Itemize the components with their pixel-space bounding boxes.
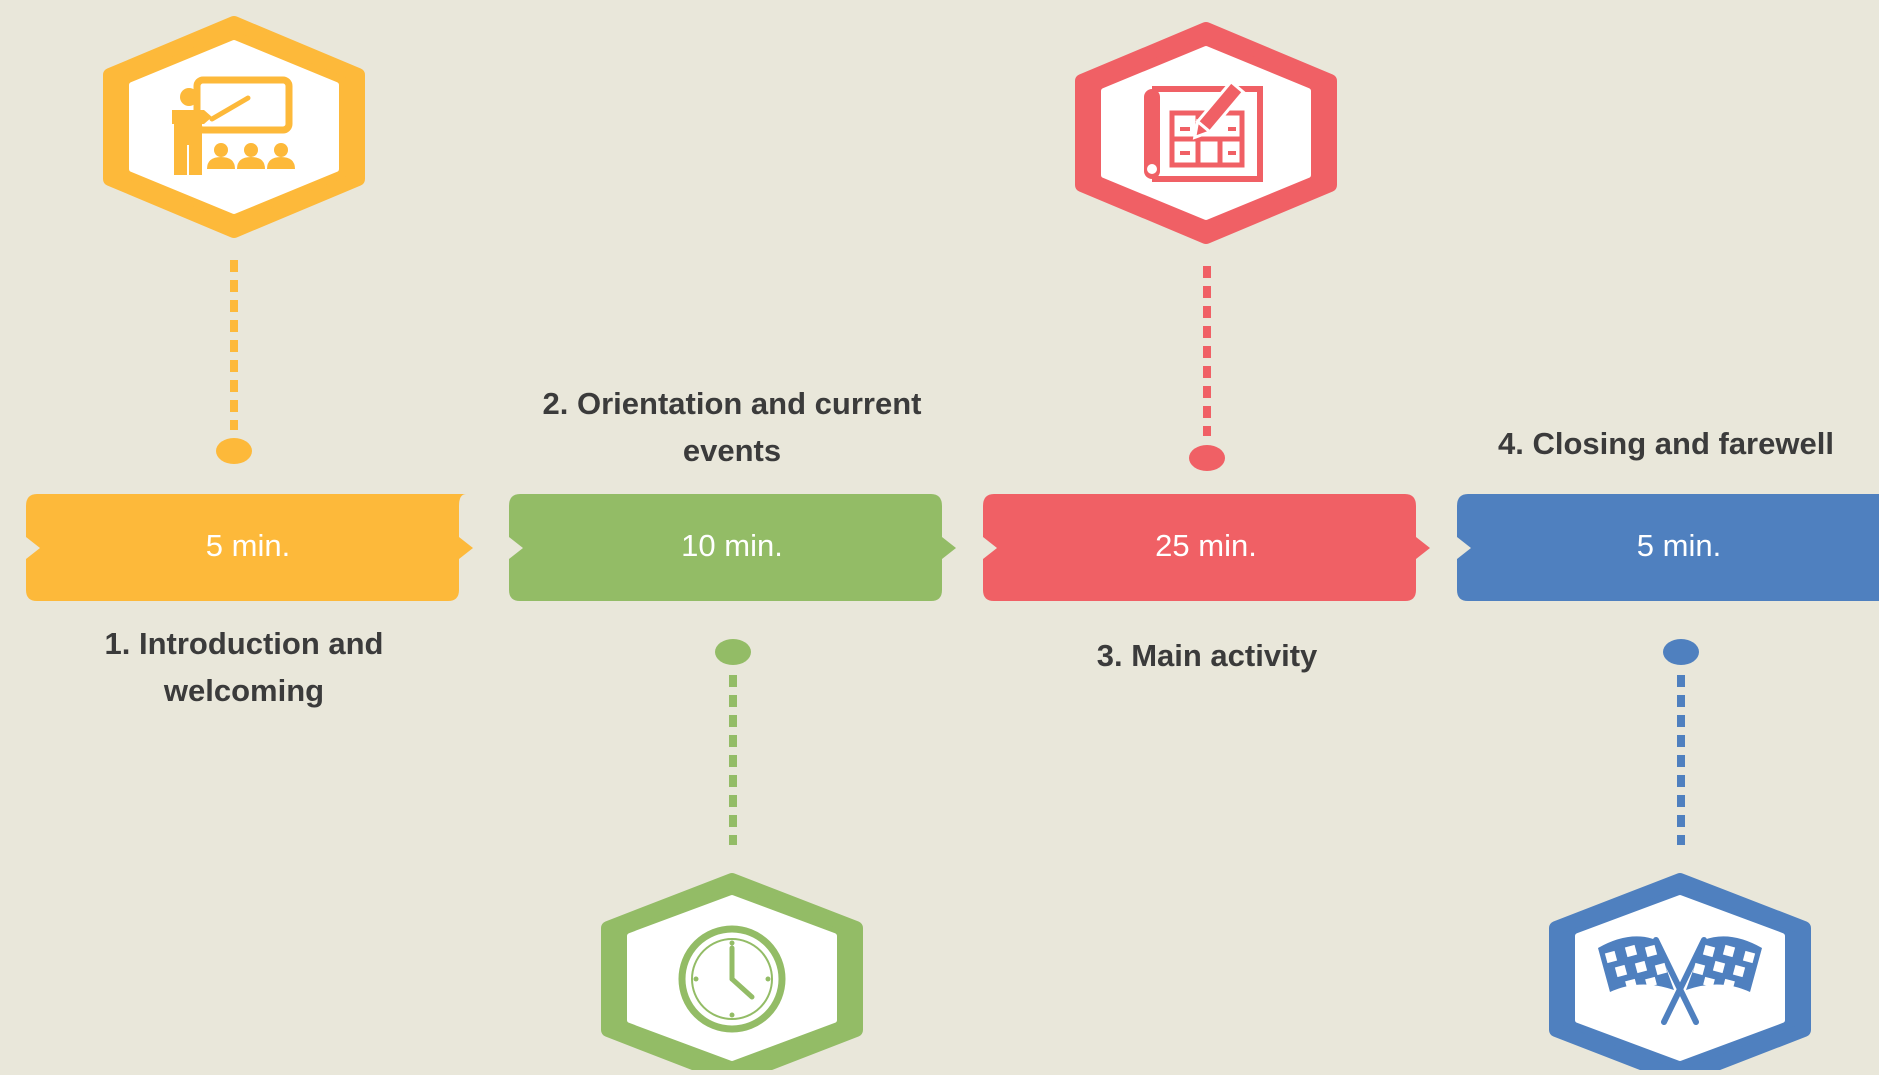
hexagon-badge-3 — [1075, 22, 1337, 244]
hexagon-badge-2 — [601, 873, 863, 1075]
clock-icon — [678, 925, 786, 1033]
bar-2-shape — [509, 494, 956, 601]
blueprint-pencil-icon — [1144, 79, 1263, 182]
duration-1: 5 min. — [206, 528, 290, 563]
step-4-label: 4. Closing and farewell — [1456, 420, 1876, 467]
hexagon-badge-4 — [1549, 873, 1811, 1075]
checkered-flags-icon — [1598, 936, 1762, 1025]
step-3-label: 3. Main activity — [1007, 632, 1407, 679]
bar-3-shape — [983, 494, 1430, 601]
step-4-label-line1: 4. Closing and farewell — [1498, 426, 1834, 461]
bar-1-shape — [26, 494, 473, 601]
step-3-label-line1: 3. Main activity — [1096, 638, 1318, 673]
connector-dot-2 — [715, 639, 751, 665]
duration-bar-3: 25 min. — [983, 494, 1430, 601]
step-1-label-line1: 1. Introduction and — [104, 626, 384, 661]
step-2-label-line1: 2. Orientation and current — [542, 386, 922, 421]
duration-4: 5 min. — [1637, 528, 1721, 563]
bar-4-shape — [1457, 494, 1879, 601]
step-2-label: 2. Orientation and current events — [512, 380, 952, 474]
step-1-label-line2: welcoming — [163, 673, 325, 708]
duration-bar-1: 5 min. — [26, 494, 473, 601]
duration-3: 25 min. — [1155, 528, 1257, 563]
duration-bar-2: 10 min. — [509, 494, 956, 601]
step-2-label-line2: events — [682, 433, 782, 468]
connector-dot-4 — [1663, 639, 1699, 665]
step-1-label: 1. Introduction and welcoming — [44, 620, 444, 714]
connector-dot-3 — [1189, 445, 1225, 471]
duration-bar-4: 5 min. — [1457, 494, 1879, 601]
hexagon-badge-1 — [103, 16, 365, 238]
presentation-teacher-icon — [172, 76, 295, 175]
duration-2: 10 min. — [681, 528, 783, 563]
connector-dot-1 — [216, 438, 252, 464]
